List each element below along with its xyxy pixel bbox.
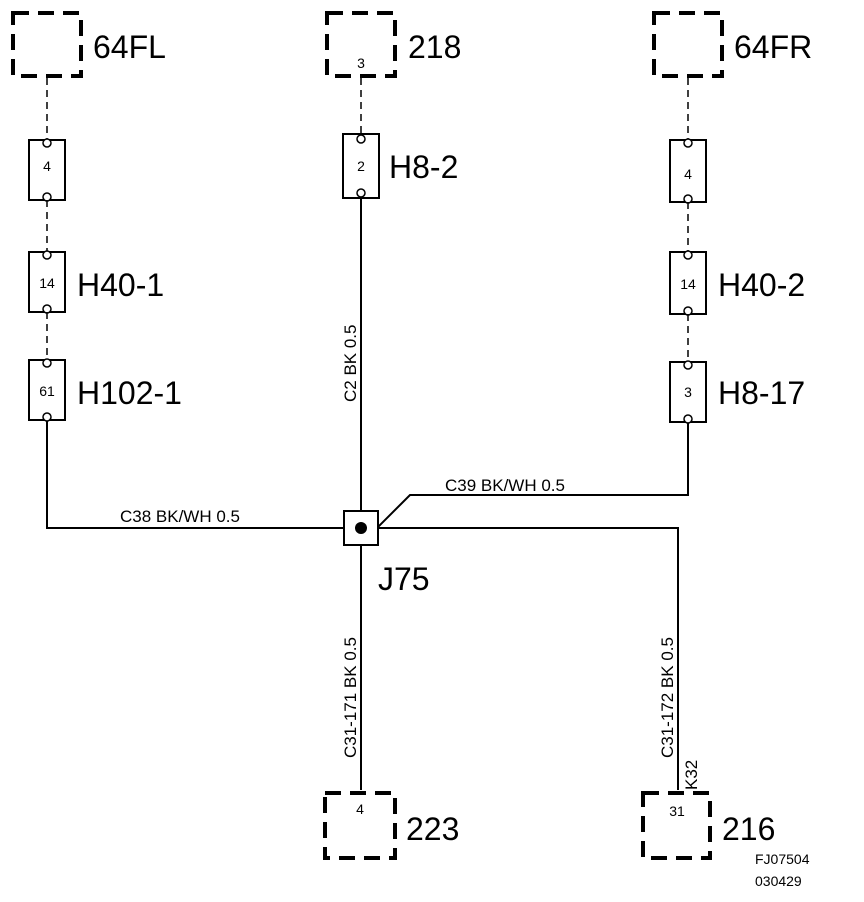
pin-hole — [42, 412, 52, 422]
drawing-code: FJ07504 — [755, 851, 810, 867]
connector-pin-number: 4 — [684, 166, 692, 182]
component-box-223 — [323, 791, 397, 860]
pin-hole — [356, 188, 366, 198]
connector-pin-number: 3 — [684, 384, 692, 400]
pin-hole — [356, 134, 366, 144]
wire-c38 — [46, 421, 344, 529]
component-pin-216: 31 — [669, 803, 685, 819]
component-label-223: 223 — [406, 811, 459, 847]
pin-hole — [683, 138, 693, 148]
connector-h102-1 — [28, 359, 66, 421]
pin-hole — [683, 414, 693, 424]
component-box-216 — [641, 791, 712, 860]
pin-hole — [683, 194, 693, 204]
pin-hole — [42, 250, 52, 260]
component-pin-218: 3 — [357, 55, 365, 71]
component-label-218: 218 — [408, 29, 461, 65]
wire-label-c31-172: C31-172 BK 0.5 — [658, 637, 677, 758]
connector-pin-number: 14 — [680, 276, 696, 292]
pin-hole — [683, 360, 693, 370]
connector-pin-number: 4 — [43, 158, 51, 174]
wire-c39 — [377, 423, 689, 528]
connector-h8-17 — [669, 361, 707, 423]
wire-c31-172 — [378, 527, 679, 790]
connector-pin-number: 2 — [357, 158, 365, 174]
connector-label-h40-2: H40-2 — [718, 267, 805, 303]
pin-hole — [42, 358, 52, 368]
wire-label-c39: C39 BK/WH 0.5 — [445, 476, 565, 495]
pin-hole — [42, 138, 52, 148]
component-box-64fl — [11, 11, 83, 78]
splice-dot — [355, 522, 367, 534]
drawing-date: 030429 — [755, 873, 802, 889]
component-pin-223: 4 — [356, 801, 364, 817]
pin-hole — [683, 250, 693, 260]
connector-pin-number: 61 — [39, 383, 55, 399]
wire-label-c2: C2 BK 0.5 — [341, 325, 360, 403]
connector-label-h40-1: H40-1 — [77, 267, 164, 303]
pin-hole — [42, 304, 52, 314]
connector-pin-number: 14 — [39, 275, 55, 291]
pin-hole — [683, 306, 693, 316]
component-label-64fr: 64FR — [734, 29, 812, 65]
wire-label-k32: K32 — [682, 760, 701, 790]
component-label-64fl: 64FL — [93, 29, 166, 65]
component-label-216: 216 — [722, 811, 775, 847]
pin-hole — [42, 192, 52, 202]
wire-label-c38: C38 BK/WH 0.5 — [120, 507, 240, 526]
connector-label-h102-1: H102-1 — [77, 375, 182, 411]
component-box-218 — [325, 11, 397, 78]
connector-h40-2 — [669, 251, 707, 315]
connector-label-h8-17: H8-17 — [718, 375, 805, 411]
connector-label-h8-2: H8-2 — [389, 149, 458, 185]
component-box-64fr — [652, 11, 724, 78]
splice-label: J75 — [378, 561, 430, 597]
wire-label-c31-171: C31-171 BK 0.5 — [341, 637, 360, 758]
